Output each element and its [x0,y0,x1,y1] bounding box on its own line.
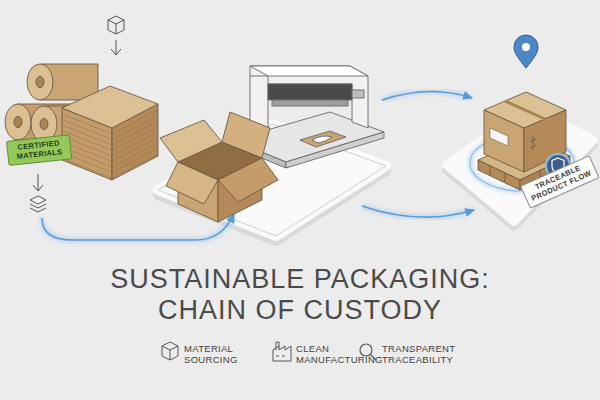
cube-icon [162,342,178,360]
paper-roll [40,119,48,130]
die-cut-machine [300,131,346,147]
feature-label: TRANSPARENT TRACEABILITY [382,343,468,366]
material-tag: CERTIFIED MATERIALS [6,134,72,166]
flow-arrow [382,91,472,100]
open-box [166,162,218,204]
die-cut-machine [272,100,348,106]
layers-icon [30,204,46,212]
cube-icon [162,342,178,360]
layers-icon [30,174,46,212]
cube-icon [162,346,178,360]
box-icon [108,16,124,55]
die-cut-machine [286,132,384,168]
open-box [160,120,222,162]
factory-icon [276,356,285,357]
sheet-edge [62,110,158,134]
paper-roll [27,64,53,100]
shipping-box [484,110,524,172]
feature-label: MATERIAL SOURCING [184,343,246,366]
box-icon [111,40,121,55]
layers-icon [30,196,46,204]
sheet-edge [62,116,158,140]
open-box [222,112,270,158]
sheet-edge [62,154,158,178]
die-cut-machine [312,136,332,143]
tag-text: CERTIFIED MATERIALS [11,139,67,162]
open-box [160,112,278,222]
sheet-edge [62,121,158,145]
magnifier-icon [360,344,372,356]
flow-arrow [382,91,472,100]
flow-arrow [362,206,474,217]
location-pin [514,35,538,68]
shipping-box [505,101,545,119]
cardboard-stack [62,86,158,180]
die-cut-machine [268,84,352,100]
factory-icon [276,342,279,350]
location-pin [514,35,538,68]
feature-label: CLEAN MANUFACTURING [296,343,376,366]
paper-roll [36,77,44,88]
sheet-edge [62,127,158,151]
cardboard-stack [62,86,158,128]
paper-roll [5,104,31,140]
box-icon [108,16,124,34]
flow-arrow [42,214,234,240]
die-cut-machine [352,90,364,98]
sheet-edge [62,143,158,167]
flow-arrow [42,214,234,240]
layers-icon [33,174,43,191]
location-pin [522,43,530,51]
shipping-box [530,136,536,150]
factory-icon [273,342,291,361]
sheet-edge [62,138,158,162]
paper-roll [14,117,22,128]
cardboard-stack [62,110,158,178]
die-cut-machine [250,76,268,84]
box-icon [108,20,124,34]
open-box [218,158,278,202]
sheet-edge [62,132,158,156]
die-cut-machine [250,66,368,76]
shipping-box [490,128,508,146]
title: SUSTAINABLE PACKAGING: CHAIN OF CUSTODY [105,264,495,326]
sheet-edge [62,149,158,173]
flow-arrow [362,206,474,217]
